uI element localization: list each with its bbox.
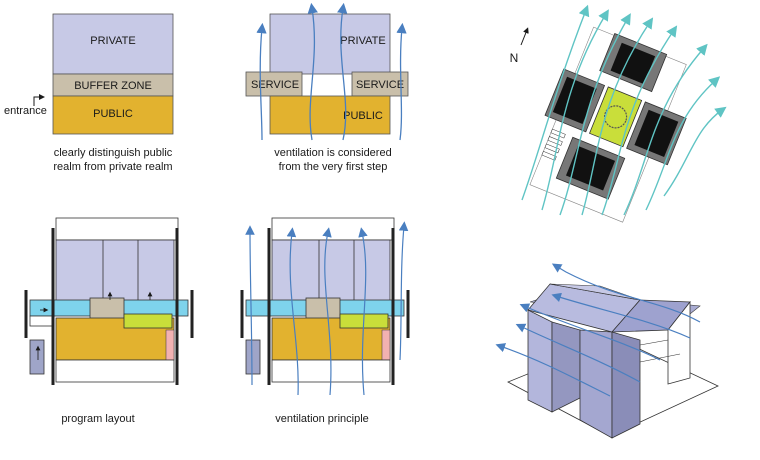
service-right [351,71,409,97]
private-label: PRIVATE [90,35,135,47]
buffer-zone-label: BUFFER ZONE [74,80,152,92]
zoning-diagram: PRIVATE BUFFER ZONE PUBLIC entrance clea… [4,13,174,173]
private-zone-2 [269,13,391,75]
service-lime [123,313,173,329]
zoning-caption-line2: realm from private realm [53,161,172,173]
private-label-2: PRIVATE [340,35,385,47]
private-rooms [55,239,175,303]
wind-line-7 [645,76,721,211]
public-label-2: PUBLIC [343,110,383,122]
service-left [245,71,303,97]
wind-line-6 [623,43,708,216]
public-label: PUBLIC [93,108,133,120]
axo-flow-2 [551,292,691,339]
wind-line-4 [581,17,654,216]
entry-stair [29,339,45,375]
airflow-line-2 [307,2,318,141]
axo-flow-1 [551,263,701,323]
pink-room [165,329,175,361]
airflow-line-3 [337,2,348,141]
public-zone-2 [269,95,391,135]
private-zone [52,13,174,75]
ventilation-caption-line2: from the very first step [279,161,388,173]
ventilation-zoning-diagram: PRIVATE SERVICE SERVICE PUBLIC ventilati… [245,2,409,173]
wind-line-1 [521,4,590,201]
ventilation-principle-caption: ventilation principle [275,413,369,425]
wind-line-5 [601,25,678,216]
ventilation-principle-plan: ventilation principle [240,217,410,425]
axo-flow-5 [495,343,611,397]
wind-line-8 [663,106,727,197]
service-left-label: SERVICE [251,79,299,91]
airflow-line-4 [396,22,407,141]
entrance-label: entrance [4,105,47,117]
wall-front-left [527,309,553,413]
ventilation-caption-line1: ventilation is considered [274,147,391,159]
axo-flow-3 [519,303,661,361]
service-right-label: SERVICE [356,79,404,91]
program-layout-caption: program layout [61,413,134,425]
program-layout-plan: program layout [24,217,194,425]
wind-line-3 [559,13,631,216]
entrance-arrow-icon [33,94,45,106]
site-plan-wind: N [510,4,727,223]
public-zone [52,95,174,135]
wall-front-mid [551,321,581,413]
airflow-line-1 [256,22,267,141]
site-blocks [529,26,687,223]
wind-line-2 [541,9,609,211]
axo-flow-4 [515,323,641,383]
axonometric-ventilation [495,263,719,439]
north-label: N [510,51,519,65]
zoning-caption-line1: clearly distinguish public [54,147,173,159]
north-arrow-icon [520,27,529,46]
